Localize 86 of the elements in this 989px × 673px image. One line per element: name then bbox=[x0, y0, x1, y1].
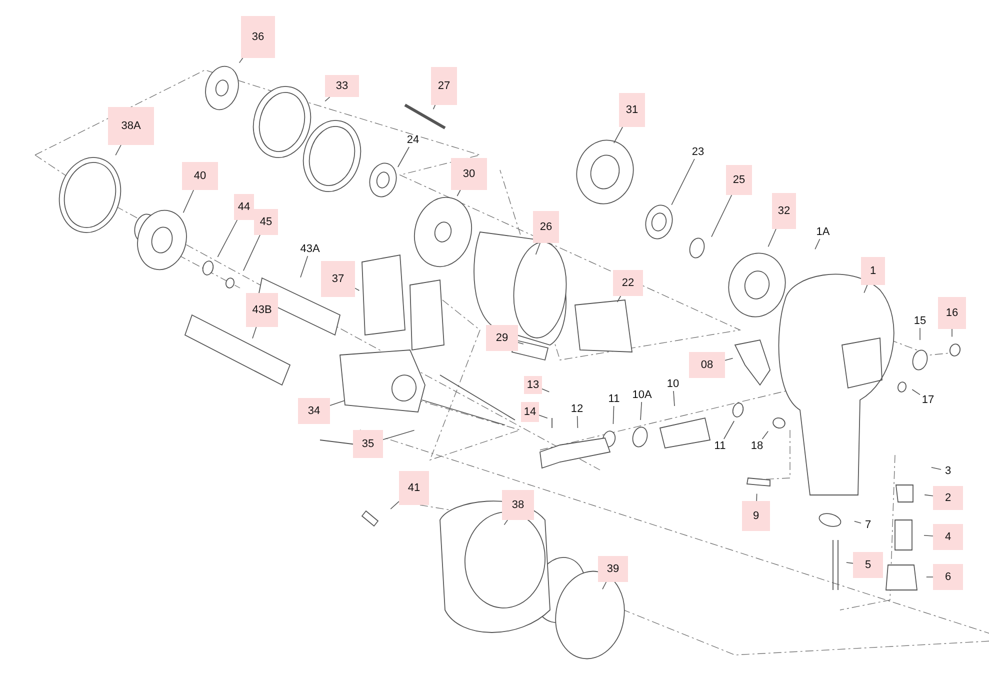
leader-line bbox=[912, 389, 920, 396]
callout-number: 1 bbox=[861, 257, 885, 285]
callout-number: 6 bbox=[933, 564, 963, 590]
leader-line bbox=[390, 501, 400, 510]
callout-number: 31 bbox=[619, 93, 645, 127]
leader-line bbox=[518, 342, 524, 344]
leader-line bbox=[673, 390, 675, 406]
leader-line bbox=[576, 416, 578, 428]
leader-line bbox=[846, 562, 854, 564]
callout-number: 45 bbox=[254, 209, 278, 235]
callout-number: 41 bbox=[399, 471, 429, 505]
leader-line bbox=[931, 467, 942, 470]
callout-number: 3 bbox=[941, 464, 955, 478]
leader-line bbox=[382, 430, 415, 440]
leader-line bbox=[182, 190, 194, 214]
callout-number: 11 bbox=[607, 392, 621, 406]
leader-line bbox=[542, 388, 550, 392]
callout-number: 10A bbox=[631, 388, 653, 402]
leader-line bbox=[762, 430, 768, 440]
callout-number: 08 bbox=[689, 352, 725, 378]
leader-line bbox=[243, 234, 260, 272]
leader-line bbox=[535, 242, 540, 255]
callout-number: 12 bbox=[569, 402, 585, 416]
callout-number: 22 bbox=[613, 270, 643, 296]
leader-line bbox=[616, 296, 622, 302]
callout-number: 32 bbox=[772, 193, 796, 229]
callout-number: 29 bbox=[486, 325, 518, 351]
leader-line bbox=[814, 238, 820, 250]
callout-number: 13 bbox=[524, 376, 542, 394]
leader-line bbox=[671, 158, 695, 206]
callout-number: 44 bbox=[234, 194, 254, 220]
callout-number: 43B bbox=[246, 293, 278, 327]
callout-number: 30 bbox=[451, 158, 487, 190]
leader-line bbox=[115, 144, 122, 156]
leader-line bbox=[330, 400, 345, 406]
callout-number: 16 bbox=[938, 297, 966, 329]
leader-line bbox=[926, 576, 934, 578]
callout-number: 36 bbox=[241, 16, 275, 58]
callout-number: 24 bbox=[404, 133, 422, 147]
callout-number: 23 bbox=[689, 145, 707, 159]
callout-number: 5 bbox=[853, 552, 883, 578]
leader-line bbox=[640, 402, 642, 420]
leader-line bbox=[724, 420, 734, 440]
callout-number: 26 bbox=[533, 211, 559, 243]
leader-line bbox=[711, 194, 732, 238]
leader-line bbox=[504, 520, 508, 526]
callout-number: 2 bbox=[933, 486, 963, 510]
callout-number: 27 bbox=[431, 67, 457, 105]
callout-number: 25 bbox=[726, 165, 752, 195]
leader-line bbox=[924, 535, 934, 536]
leader-line bbox=[324, 96, 330, 102]
callout-number: 15 bbox=[912, 314, 928, 328]
leader-line bbox=[724, 358, 734, 361]
callout-number: 38 bbox=[502, 490, 534, 520]
leader-line bbox=[217, 220, 238, 258]
leader-line bbox=[354, 288, 360, 291]
leader-line bbox=[238, 58, 244, 64]
callout-number: 33 bbox=[325, 75, 359, 97]
callout-number: 38A bbox=[108, 107, 154, 145]
callout-number: 39 bbox=[598, 556, 628, 582]
leader-line bbox=[864, 284, 868, 294]
leader-line bbox=[252, 326, 257, 339]
callout-number: 11 bbox=[713, 439, 727, 453]
callout-number: 10 bbox=[665, 377, 681, 391]
leader-line bbox=[854, 520, 862, 524]
callout-number: 14 bbox=[521, 402, 539, 422]
callout-number: 37 bbox=[321, 261, 355, 297]
callout-number: 4 bbox=[933, 524, 963, 550]
callout-number: 34 bbox=[298, 398, 330, 424]
callout-number: 17 bbox=[920, 393, 936, 407]
leader-line bbox=[398, 146, 410, 168]
leader-line bbox=[432, 104, 436, 110]
leader-line bbox=[612, 406, 614, 424]
callout-number: 40 bbox=[182, 162, 218, 190]
leader-line bbox=[300, 256, 308, 278]
callout-number: 18 bbox=[749, 439, 765, 453]
leader-line bbox=[924, 494, 934, 496]
callout-number: 35 bbox=[353, 430, 383, 458]
callout-number: 1A bbox=[815, 225, 831, 239]
leader-line bbox=[538, 414, 548, 418]
callout-number: 43A bbox=[298, 242, 322, 256]
leader-line bbox=[768, 228, 776, 248]
callout-number: 9 bbox=[742, 501, 770, 531]
leader-line bbox=[456, 190, 461, 196]
callout-number: 7 bbox=[861, 518, 875, 532]
leader-line bbox=[614, 126, 623, 144]
